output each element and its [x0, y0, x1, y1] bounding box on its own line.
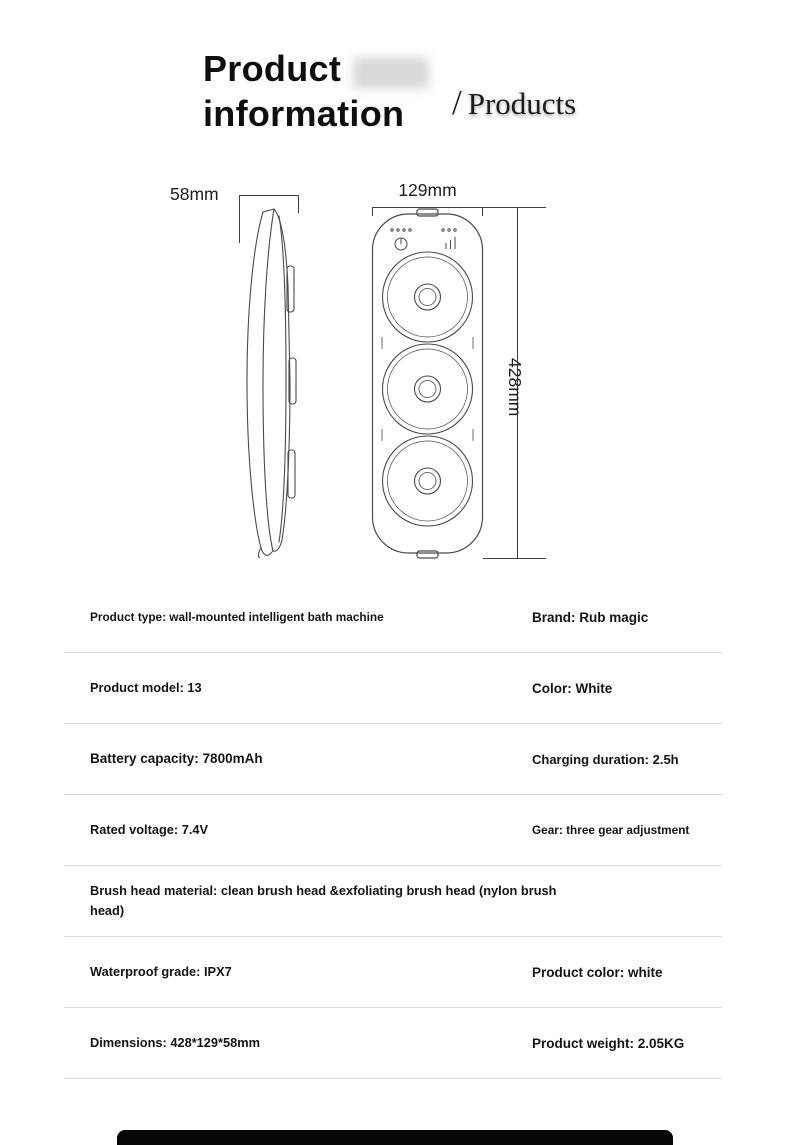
page-title-line2: information — [203, 93, 405, 134]
device-bottom-tab — [416, 550, 439, 559]
brush-head-middle — [381, 343, 474, 435]
side-shell — [262, 208, 275, 555]
side-view-svg — [246, 208, 297, 558]
dim-height-tick-top — [483, 207, 546, 208]
side-view-drawing — [238, 206, 302, 558]
dim-height-line — [517, 207, 518, 559]
spec-row-model: Product model: 13 Color: White — [64, 653, 722, 724]
dim-width-label: 129mm — [398, 180, 457, 200]
spec-row-brush-material: Brush head material: clean brush head &e… — [64, 866, 722, 937]
spec-right: Product color: white — [532, 964, 663, 980]
side-brush-tab-1 — [286, 265, 295, 313]
spec-left: Rated voltage: 7.4V — [90, 822, 209, 838]
category-text: Products — [467, 86, 577, 121]
spec-row-waterproof: Waterproof grade: IPX7 Product color: wh… — [64, 937, 722, 1008]
spec-right: Charging duration: 2.5h — [532, 751, 679, 767]
brush-head-top — [381, 251, 474, 343]
spec-left: Brush head material: clean brush head &e… — [90, 883, 557, 918]
title-ghost-decoration — [353, 57, 429, 89]
spec-right: Gear: three gear adjustment — [532, 823, 690, 837]
category-slash: / — [452, 83, 462, 122]
spec-left: Dimensions: 428*129*58mm — [90, 1035, 261, 1051]
side-bottom-hook — [258, 547, 262, 558]
dim-depth-line — [239, 195, 299, 196]
spec-row-voltage: Rated voltage: 7.4V Gear: three gear adj… — [64, 795, 722, 866]
spec-left: Waterproof grade: IPX7 — [90, 964, 232, 980]
power-icon — [390, 228, 412, 251]
side-front-edge — [272, 208, 291, 552]
spec-left: Battery capacity: 7800mAh — [90, 750, 263, 766]
side-brush-tab-2 — [288, 357, 297, 405]
dim-depth-tick-right — [298, 195, 299, 213]
spec-row-battery: Battery capacity: 7800mAh Charging durat… — [64, 724, 722, 795]
front-view-drawing — [370, 207, 485, 560]
front-view-svg — [371, 208, 484, 559]
spec-row-dimensions: Dimensions: 428*129*58mm Product weight:… — [64, 1008, 722, 1079]
page-title: Product information — [203, 46, 404, 136]
spec-left: Product type: wall-mounted intelligent b… — [90, 609, 384, 624]
dim-width-tick-right — [482, 207, 483, 216]
category-label: /Products — [452, 83, 576, 123]
side-back-edge — [246, 211, 271, 556]
spec-right: Color: White — [532, 680, 613, 696]
dim-height-label: 428mm — [505, 358, 525, 417]
dim-depth-label: 58mm — [170, 184, 219, 204]
spec-table: Product type: wall-mounted intelligent b… — [64, 582, 722, 1079]
footer-bar — [117, 1130, 673, 1145]
spec-right: Brand: Rub magic — [532, 609, 649, 625]
side-brush-tab-3 — [287, 449, 296, 499]
device-top-tab — [416, 208, 439, 217]
page-title-line1: Product — [203, 48, 342, 89]
dim-height-tick-bottom — [483, 558, 546, 559]
dim-width-tick-left — [372, 207, 373, 216]
spec-row-product-type: Product type: wall-mounted intelligent b… — [64, 582, 722, 653]
side-inner-line — [278, 215, 287, 543]
dim-width-line — [372, 207, 483, 208]
device-body-outline — [371, 213, 484, 554]
category-ghost-text: Products — [468, 88, 577, 123]
spec-right: Product weight: 2.05KG — [532, 1035, 685, 1051]
dim-depth-tick-left — [239, 195, 240, 243]
brush-head-bottom — [381, 435, 474, 527]
intensity-bars-icon — [441, 228, 457, 249]
spec-left: Product model: 13 — [90, 680, 202, 696]
